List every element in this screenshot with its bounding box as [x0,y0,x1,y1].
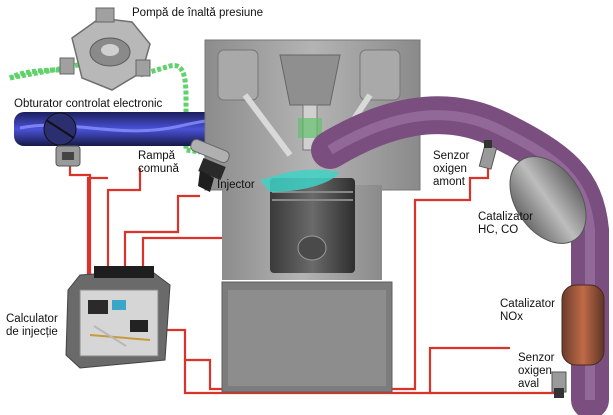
oxygen-sensor-upstream [478,140,498,170]
wiring-harness [68,162,562,395]
label-injector: Injector [217,179,255,191]
high-pressure-pump [59,7,151,91]
label-cat-nox: Catalizator NOx [500,298,555,323]
engine-block [204,39,421,393]
oxygen-sensor-downstream [551,371,567,398]
label-throttle: Obturator controlat electronic [14,98,163,110]
label-rail: Rampă comună [138,150,179,175]
fuel-line [8,63,201,155]
label-ecu: Calculator de injecție [6,313,58,338]
label-o2-upstream: Senzor oxigen amont [433,150,470,188]
ecu-unit [65,266,171,369]
catalyst-nox [561,284,605,366]
label-pump: Pompă de înaltă presiune [132,7,264,19]
label-cat-hc-co: Catalizator HC, CO [478,211,533,236]
common-rail-injector [190,138,230,192]
catalyst-hc-co [509,156,587,244]
label-o2-downstream: Senzor oxigen aval [518,352,555,390]
fuel-spray [260,169,340,192]
throttle-actuator [55,145,81,167]
